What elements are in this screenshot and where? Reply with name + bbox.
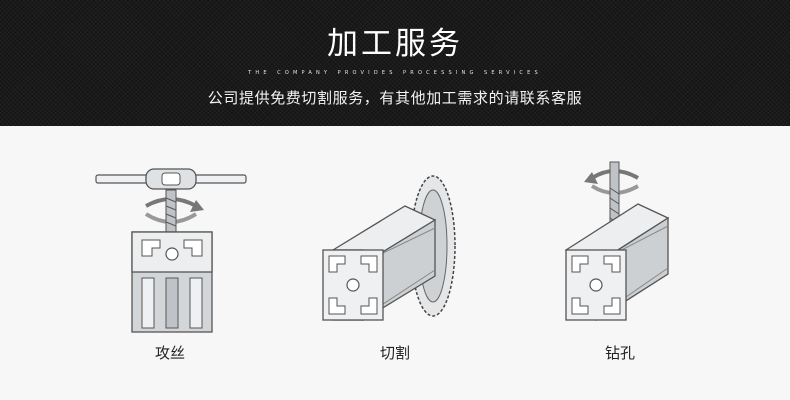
page-title: 加工服务 xyxy=(327,26,463,62)
cutting-illustration xyxy=(322,175,456,322)
service-label-drilling: 钻孔 xyxy=(604,344,635,362)
subtitle-english: THE COMPANY PROVIDES PROCESSING SERVICES xyxy=(248,68,542,76)
service-cutting: 切割 xyxy=(305,158,485,380)
service-label-cutting: 切割 xyxy=(379,344,410,362)
service-drilling: 钻孔 xyxy=(530,158,710,380)
service-label-tapping: 攻丝 xyxy=(154,344,185,362)
service-tapping: 攻丝 xyxy=(80,158,260,380)
tapping-illustration xyxy=(95,168,247,333)
header-banner: 加工服务 THE COMPANY PROVIDES PROCESSING SER… xyxy=(0,0,790,126)
drilling-illustration xyxy=(564,161,670,322)
subtitle-chinese: 公司提供免费切割服务，有其他加工需求的请联系客服 xyxy=(207,89,583,107)
